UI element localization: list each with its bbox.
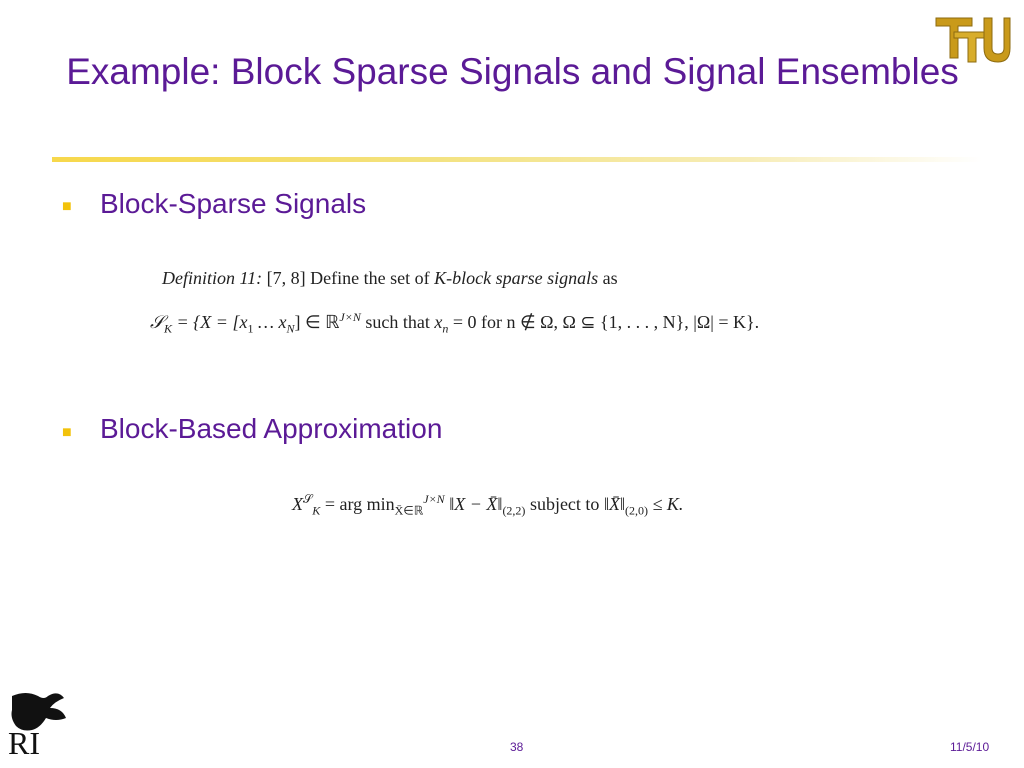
definition-text-before: Define the set of — [310, 268, 430, 288]
equation-block-approximation: X𝒮K = arg minX̄∈ℝJ×N ‖X − X̄‖(2,2) subje… — [292, 492, 683, 519]
eq2-min-sub-sup: J×N — [423, 492, 445, 506]
eq1-cond1-sub: n — [442, 321, 449, 336]
eq2-subject-to: subject to — [525, 494, 604, 514]
eq1-body1: = {X = [x — [171, 312, 248, 332]
eq1-lhs-sub: K — [163, 321, 172, 336]
definition-line: Definition 11: [7, 8] Define the set of … — [162, 268, 618, 289]
bullet-block-sparse: Block-Sparse Signals — [100, 188, 367, 219]
eq2-norm1-sub: (2,2) — [502, 503, 526, 518]
definition-label: Definition 11: — [162, 268, 263, 288]
eq1-such-that: such that — [360, 312, 435, 332]
ri-logo: RI — [8, 693, 66, 761]
eq1-lhs: 𝒮 — [150, 312, 164, 332]
page-number: 38 — [510, 740, 524, 754]
eq2-lhs: X — [292, 494, 303, 514]
eq1-sub1: 1 — [247, 321, 254, 336]
eq2-norm2: ‖X̄‖ — [603, 494, 626, 514]
equation-block-sparse-set: 𝒮K = {X = [x1 … xN] ∈ ℝJ×N such that xn … — [150, 310, 759, 337]
eq2-arg: = arg min — [320, 494, 395, 514]
eq1-mid1: … x — [253, 312, 287, 332]
slide-date: 11/5/10 — [950, 740, 990, 754]
bullet-block-based-approximation: Block-Based Approximation — [100, 413, 443, 444]
eq2-lhs-sub: K — [312, 503, 321, 518]
eq1-mid2: ] ∈ ℝ — [294, 312, 340, 332]
definition-italic-term: K-block sparse signals — [434, 268, 599, 288]
ttu-logo — [932, 12, 1011, 63]
eq1-sup1: J×N — [339, 310, 361, 324]
title-underline — [52, 157, 982, 162]
definition-text-after: as — [602, 268, 618, 288]
eq1-subN: N — [286, 321, 295, 336]
slide-title: Example: Block Sparse Signals and Signal… — [66, 51, 959, 92]
eq1-cond1: x — [434, 312, 443, 332]
eq2-lhs-sup: 𝒮 — [303, 492, 313, 506]
eq2-norm2-sub: (2,0) — [625, 503, 649, 518]
svg-text:RI: RI — [8, 725, 40, 761]
bullet-marker-1: ■ — [62, 198, 72, 215]
eq2-min-sub: X̄∈ℝ — [394, 503, 424, 518]
eq2-tail: ≤ K. — [648, 494, 684, 514]
eq1-cond1-rest: = 0 for n ∉ Ω, Ω ⊆ {1, . . . , N}, |Ω| =… — [448, 312, 760, 332]
eq2-norm1: ‖X − X̄‖ — [444, 494, 503, 514]
definition-refs: [7, 8] — [266, 268, 306, 288]
bullet-marker-2: ■ — [62, 424, 72, 441]
